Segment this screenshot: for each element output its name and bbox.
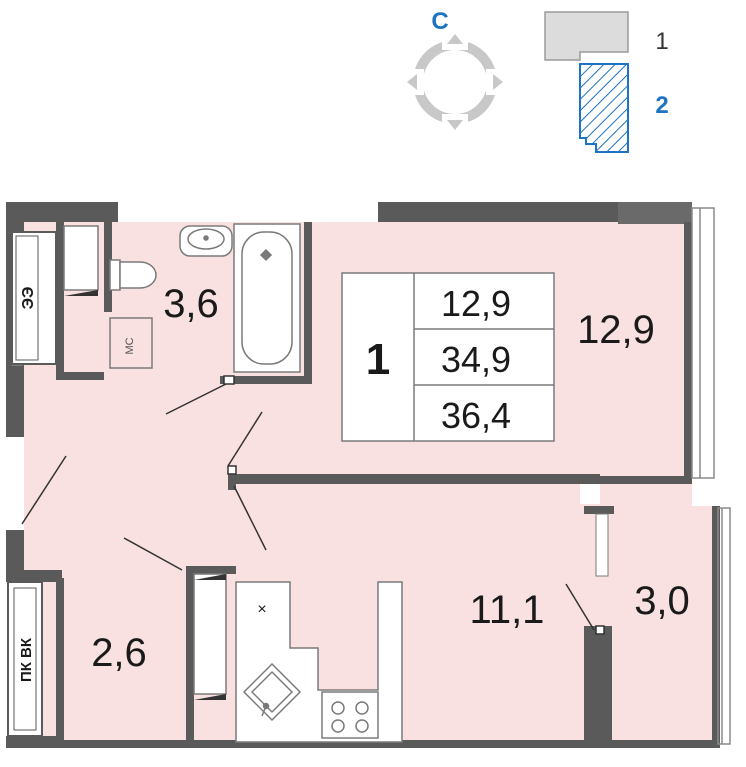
compass-icon xyxy=(407,34,503,130)
bathtub-icon xyxy=(233,223,301,373)
washing-machine-label: МС xyxy=(124,337,136,354)
room-balcony-area: 3,0 xyxy=(634,579,690,623)
apartment-info-box xyxy=(341,272,555,442)
legend-floor-2: 2 xyxy=(655,92,668,119)
room-bathroom-area: 3,6 xyxy=(163,282,219,326)
stove-icon xyxy=(321,691,379,739)
info-total-area-with-balcony: 36,4 xyxy=(441,395,511,436)
walls xyxy=(6,202,720,748)
section-legend xyxy=(544,11,629,153)
ventilation-label: ЭЭ xyxy=(20,287,37,310)
utility-shaft-label: ПК ВК xyxy=(18,637,35,682)
bathroom-closet xyxy=(63,225,99,296)
utility-shaft xyxy=(7,581,43,737)
legend-floor-1: 1 xyxy=(655,28,668,55)
balcony-area xyxy=(600,506,716,746)
compass-north-label: С xyxy=(431,8,448,35)
window-right xyxy=(691,207,731,745)
room-kitchen-area: 11,1 xyxy=(470,588,545,632)
info-total-area: 34,9 xyxy=(441,339,511,380)
room-living-area: 12,9 xyxy=(577,308,655,352)
room-storage-area: 2,6 xyxy=(91,631,147,675)
hood-mark: × xyxy=(257,601,266,618)
rooms-count: 1 xyxy=(366,335,390,384)
toilet-icon xyxy=(109,259,157,291)
door-lines xyxy=(21,375,609,635)
sink-icon xyxy=(179,225,233,257)
washing-machine-icon xyxy=(109,317,153,369)
ventilation-shaft xyxy=(11,231,57,365)
storage-closet xyxy=(193,573,227,700)
kitchen-sink-icon xyxy=(242,662,302,722)
info-living-area: 12,9 xyxy=(441,283,511,324)
